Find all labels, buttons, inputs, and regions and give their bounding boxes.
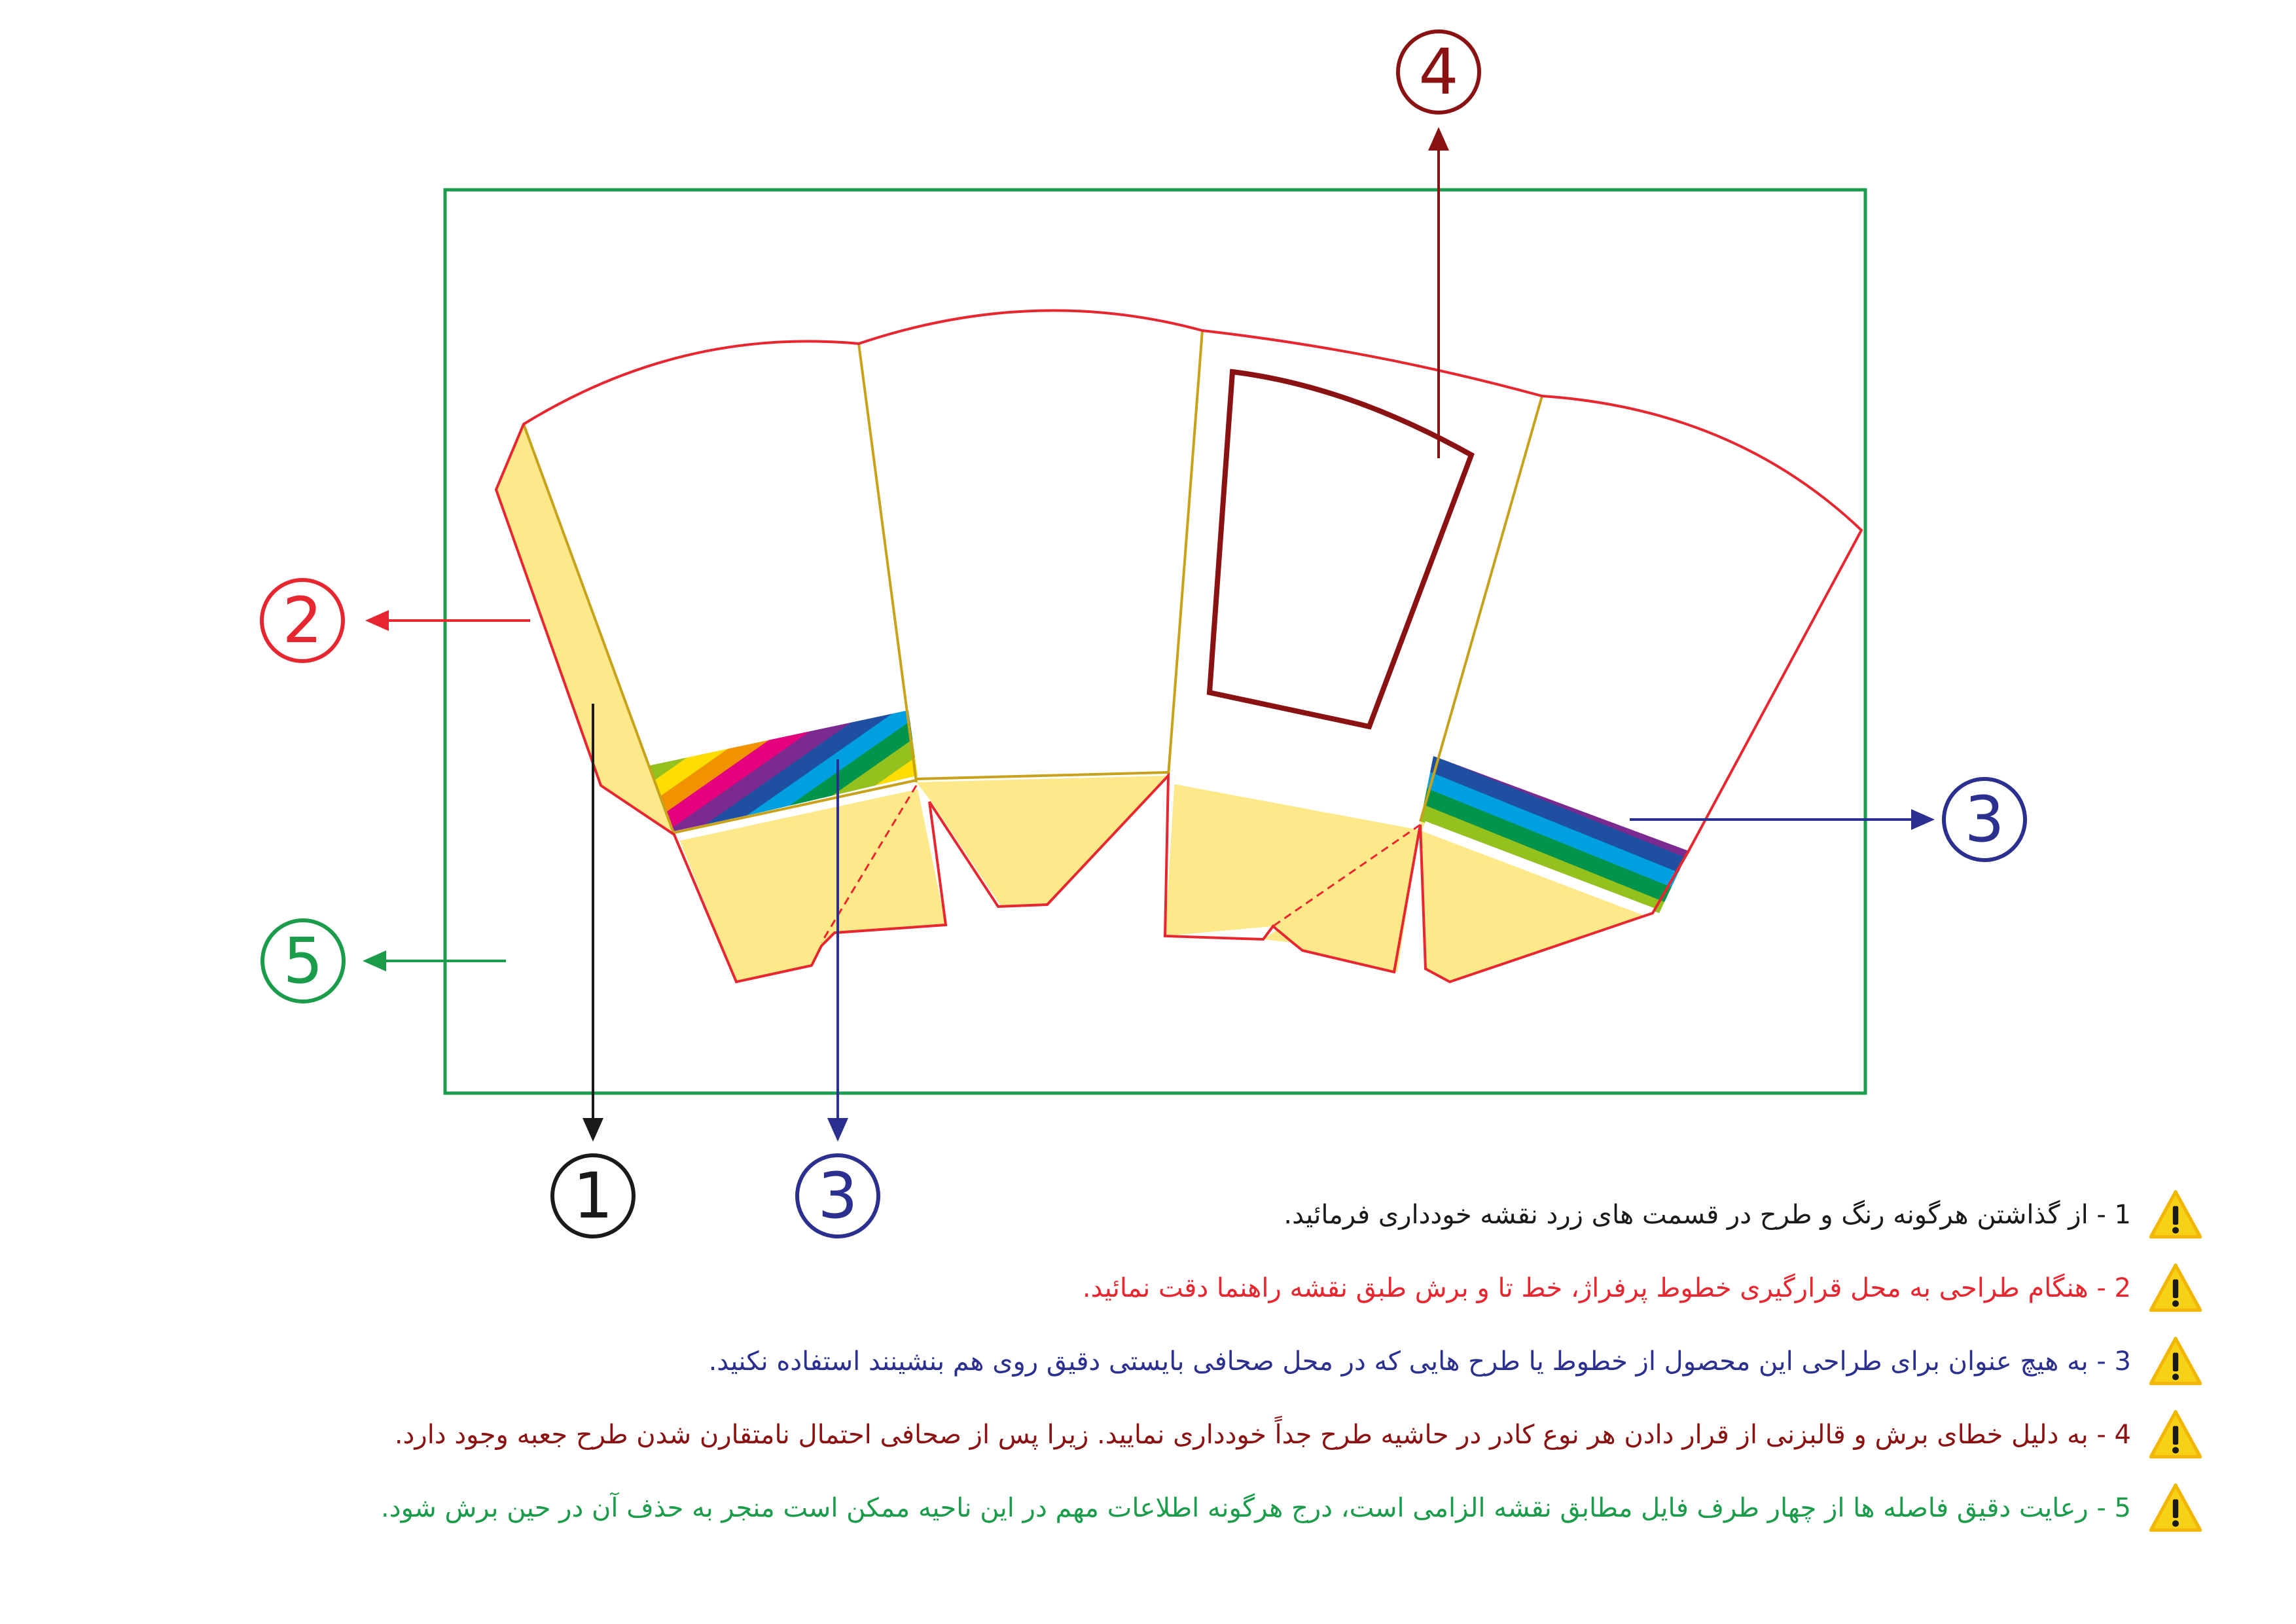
callout-3b-label: 3	[1964, 783, 2004, 856]
callout-3a: 3	[795, 1153, 880, 1238]
warning-icon	[2149, 1410, 2202, 1459]
note-1: 1 - از گذاشتن هرگونه رنگ و طرح در قسمت ه…	[43, 1178, 2203, 1252]
perforation-lines	[820, 785, 1421, 943]
callout-1: 1	[550, 1153, 636, 1238]
note-2-text: 2 - هنگام طراحی به محل قرارگیری خطوط پرف…	[1082, 1273, 2131, 1303]
note-3: 3 - به هیچ عنوان برای طراحی این محصول از…	[43, 1325, 2203, 1398]
note-5: 5 - رعایت دقیق فاصله ها از چهار طرف فایل…	[43, 1471, 2203, 1545]
note-4: 4 - به دلیل خطای برش و قالبزنی از قرار د…	[43, 1398, 2203, 1471]
warning-icon	[2149, 1483, 2202, 1532]
callout-3a-label: 3	[817, 1159, 857, 1233]
callout-2: 2	[260, 578, 345, 663]
callout-1-label: 1	[573, 1159, 613, 1233]
rainbow-strip-right	[1420, 756, 1689, 913]
warning-icon	[2149, 1263, 2202, 1312]
note-4-text: 4 - به دلیل خطای برش و قالبزنی از قرار د…	[394, 1420, 2131, 1450]
warning-icon	[2149, 1190, 2202, 1239]
white-bands	[673, 774, 1655, 918]
note-3-text: 3 - به هیچ عنوان برای طراحی این محصول از…	[708, 1346, 2131, 1377]
no-print-areas	[496, 424, 1649, 982]
warning-icon	[2149, 1337, 2202, 1386]
notes-list: 1 - از گذاشتن هرگونه رنگ و طرح در قسمت ه…	[43, 1178, 2203, 1545]
note-5-text: 5 - رعایت دقیق فاصله ها از چهار طرف فایل…	[381, 1493, 2131, 1523]
window-cutout	[1206, 369, 1475, 730]
callout-5: 5	[260, 918, 346, 1003]
callout-4: 4	[1396, 29, 1481, 115]
note-1-text: 1 - از گذاشتن هرگونه رنگ و طرح در قسمت ه…	[1283, 1200, 2131, 1230]
note-2: 2 - هنگام طراحی به محل قرارگیری خطوط پرف…	[43, 1252, 2203, 1325]
callout-4-label: 4	[1418, 35, 1458, 109]
rainbow-strip-left	[648, 710, 918, 833]
safe-area-frame	[443, 188, 1867, 1095]
callout-3b: 3	[1942, 777, 2027, 862]
callout-2-label: 2	[282, 584, 322, 657]
die-cut-outline	[494, 309, 1863, 984]
fold-lines	[522, 330, 1543, 835]
callout-5-label: 5	[283, 924, 323, 998]
